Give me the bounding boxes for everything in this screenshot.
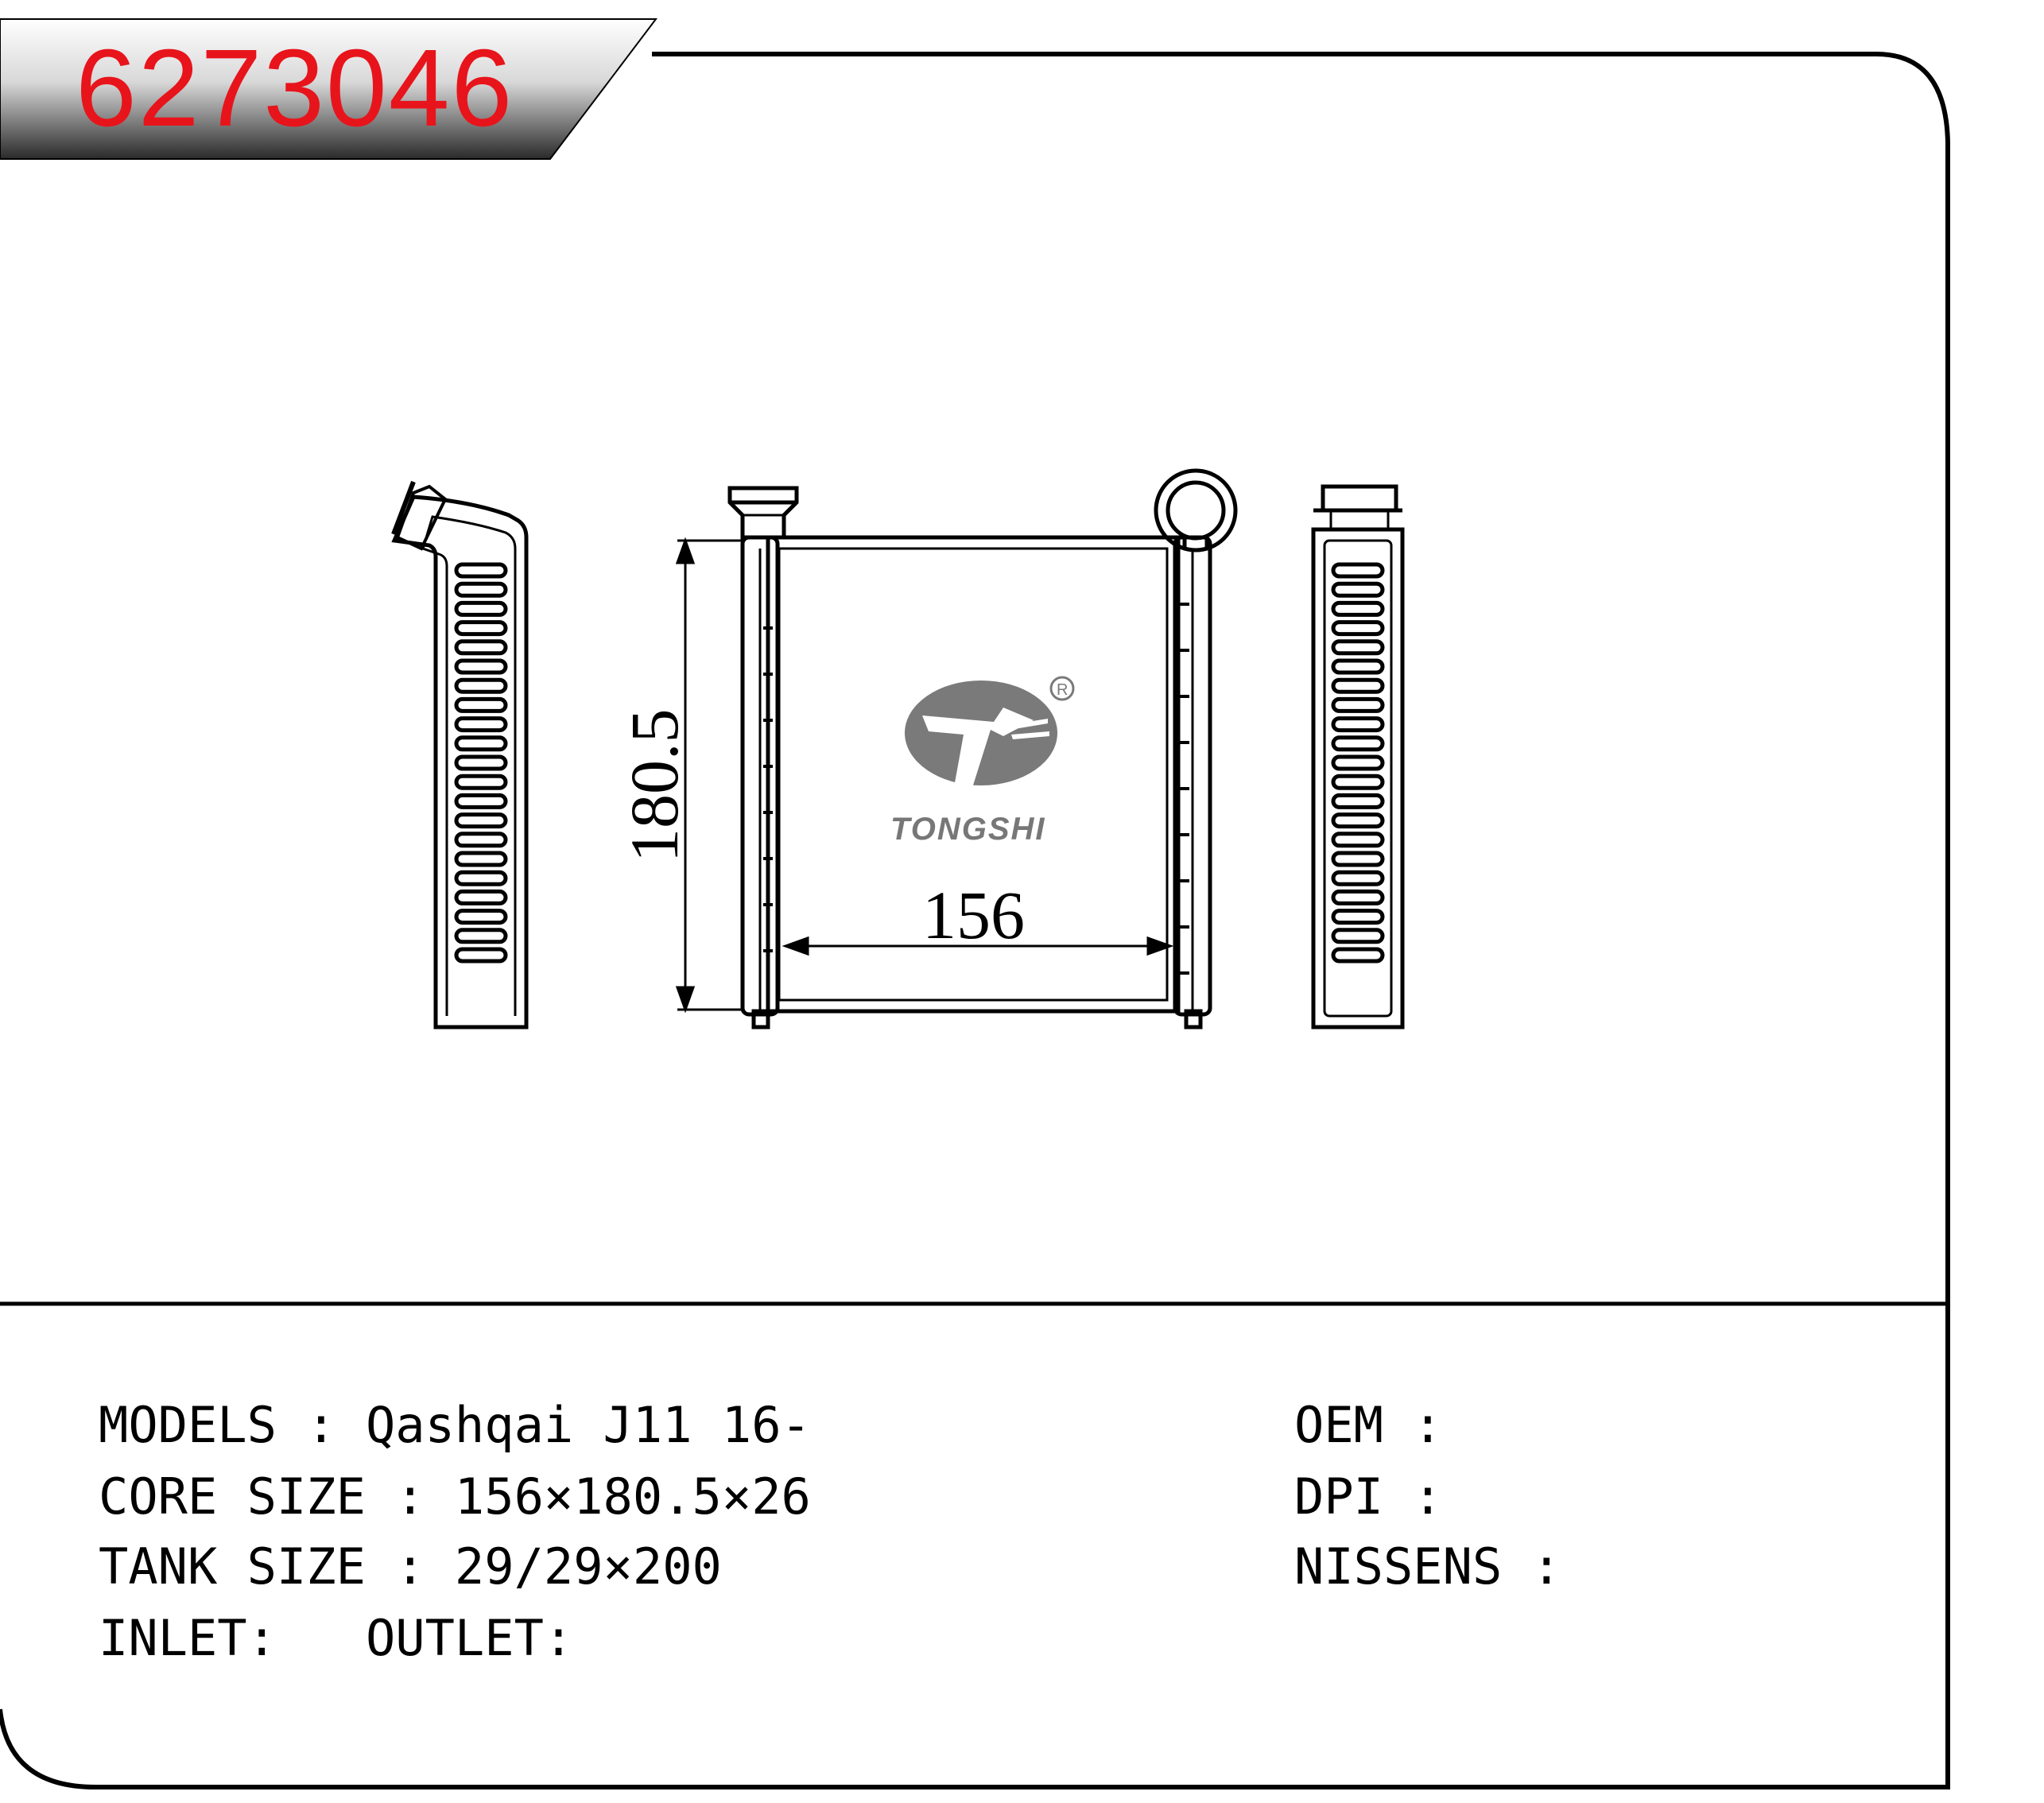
tube-slot (454, 677, 508, 694)
tube-slot (454, 696, 508, 713)
inlet-outlet-line: INLET: OUTLET: (99, 1609, 574, 1667)
nissens-line: NISSENS : (1294, 1537, 1561, 1596)
tongshi-logo: R TONGSHI (890, 676, 1075, 847)
models-line: MODELS : Qashqai J11 16- (99, 1396, 811, 1454)
height-dimension-label: 180.5 (616, 709, 692, 863)
dpi-line: DPI : (1294, 1468, 1443, 1526)
tube-slot (1331, 851, 1385, 867)
tube-slot (454, 754, 508, 771)
left-slot-column (454, 562, 508, 964)
core-size-line: CORE SIZE : 156×180.5×26 (99, 1468, 811, 1526)
tube-slot (1331, 832, 1385, 848)
tube-slot (454, 832, 508, 848)
tube-slot (1331, 909, 1385, 925)
tube-slot (1331, 639, 1385, 656)
tube-slot (454, 620, 508, 637)
right-tank-ribs (1180, 603, 1189, 975)
tube-slot (1331, 928, 1385, 944)
tank-size-line: TANK SIZE : 29/29×200 (99, 1537, 722, 1596)
tube-slot (1331, 677, 1385, 694)
tube-slot (454, 735, 508, 752)
tube-slot (454, 658, 508, 675)
tube-slot (454, 581, 508, 598)
tube-slot (1331, 735, 1385, 752)
right-side-view (1311, 484, 1405, 1029)
tube-slot (454, 793, 508, 809)
tube-slot (1331, 696, 1385, 713)
right-slot-column (1331, 562, 1385, 964)
part-number: 6273046 (76, 27, 514, 149)
registered-mark: R (1057, 681, 1068, 699)
brand-name: TONGSHI (890, 812, 1046, 847)
tube-slot (1331, 870, 1385, 886)
front-view (727, 468, 1238, 1029)
tube-slot (1331, 754, 1385, 771)
left-tank-ribs (763, 626, 773, 952)
tube-slot (454, 812, 508, 829)
tube-slot (454, 851, 508, 867)
oem-line: OEM : (1294, 1396, 1443, 1454)
tube-slot (1331, 947, 1385, 964)
tube-slot (454, 600, 508, 617)
left-side-view (391, 480, 529, 1029)
tube-slot (454, 889, 508, 905)
tube-slot (1331, 620, 1385, 637)
height-dimension (675, 537, 743, 1014)
width-dimension-label: 156 (922, 877, 1025, 953)
tube-slot (454, 870, 508, 886)
tube-slot (454, 909, 508, 925)
tube-slot (454, 928, 508, 944)
tube-slot (1331, 793, 1385, 809)
part-number-banner (0, 18, 658, 160)
tube-slot (1331, 600, 1385, 617)
tube-slot (1331, 658, 1385, 675)
tube-slot (1331, 716, 1385, 733)
tube-slot (1331, 562, 1385, 579)
tube-slot (454, 947, 508, 964)
tube-slot (1331, 581, 1385, 598)
tube-slot (454, 639, 508, 656)
tube-slot (454, 774, 508, 790)
tube-slot (1331, 774, 1385, 790)
tube-slot (454, 716, 508, 733)
drawing-frame (0, 52, 1950, 1789)
tube-slot (1331, 889, 1385, 905)
width-dimension (782, 936, 1174, 956)
tube-slot (454, 562, 508, 579)
tube-slot (1331, 812, 1385, 829)
